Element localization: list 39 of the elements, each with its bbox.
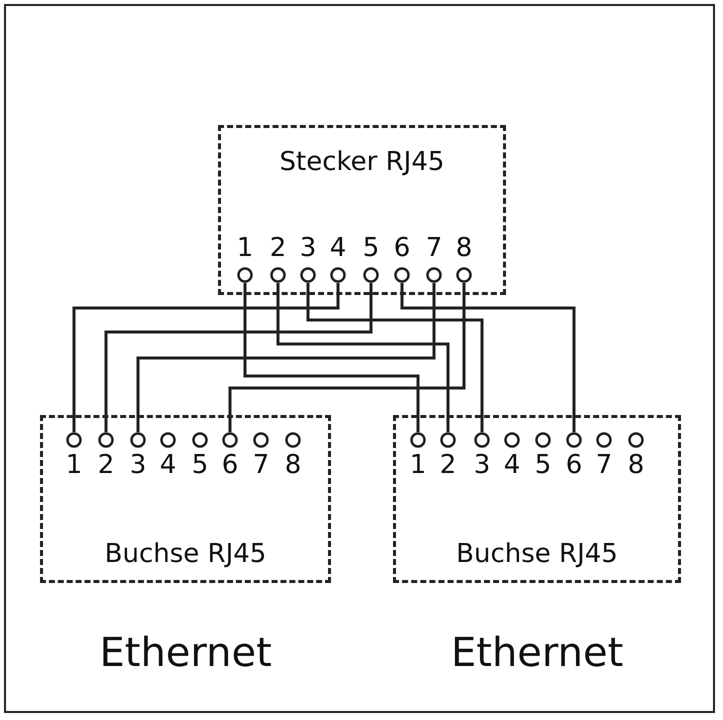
wire (400, 283, 576, 432)
caption-text: Ethernet (451, 629, 624, 677)
pin-number: 5 (192, 450, 208, 480)
pin-number: 5 (534, 450, 552, 480)
pin-number: 7 (596, 450, 612, 480)
pin-number: 5 (362, 233, 380, 263)
wire (244, 283, 420, 432)
pin-number: 6 (566, 450, 582, 480)
pin-number: 3 (474, 450, 490, 480)
connector-title: Buchse RJ45 (456, 538, 618, 570)
pin-number: 7 (252, 450, 270, 480)
pin-number: 1 (236, 233, 254, 263)
pin-number: 8 (628, 450, 644, 480)
pin-number: 3 (300, 233, 316, 263)
connector-title: Buchse RJ45 (104, 538, 266, 570)
pin-number: 7 (426, 233, 442, 263)
connector-housing (393, 415, 681, 583)
pin-number: 3 (130, 450, 146, 480)
pin-number: 2 (440, 450, 456, 480)
connector-housing (40, 415, 331, 583)
wire (228, 283, 466, 432)
wire (276, 283, 450, 432)
pin-number: 1 (66, 450, 82, 480)
pin-number: 2 (98, 450, 114, 480)
wire (136, 283, 436, 432)
pin-number: 8 (284, 450, 302, 480)
pin-number: 6 (394, 233, 410, 263)
connector-title: Stecker RJ45 (280, 146, 444, 178)
pin-number: 4 (160, 450, 176, 480)
pin-number: 4 (504, 450, 520, 480)
pin-number: 6 (222, 450, 238, 480)
pin-number: 4 (330, 233, 346, 263)
pin-number: 8 (456, 233, 472, 263)
caption-text: Ethernet (100, 629, 272, 677)
wire (104, 283, 372, 432)
pin-number: 1 (410, 450, 426, 480)
wire (306, 283, 484, 432)
connector-housing (218, 125, 506, 295)
pin-number: 2 (270, 233, 286, 263)
